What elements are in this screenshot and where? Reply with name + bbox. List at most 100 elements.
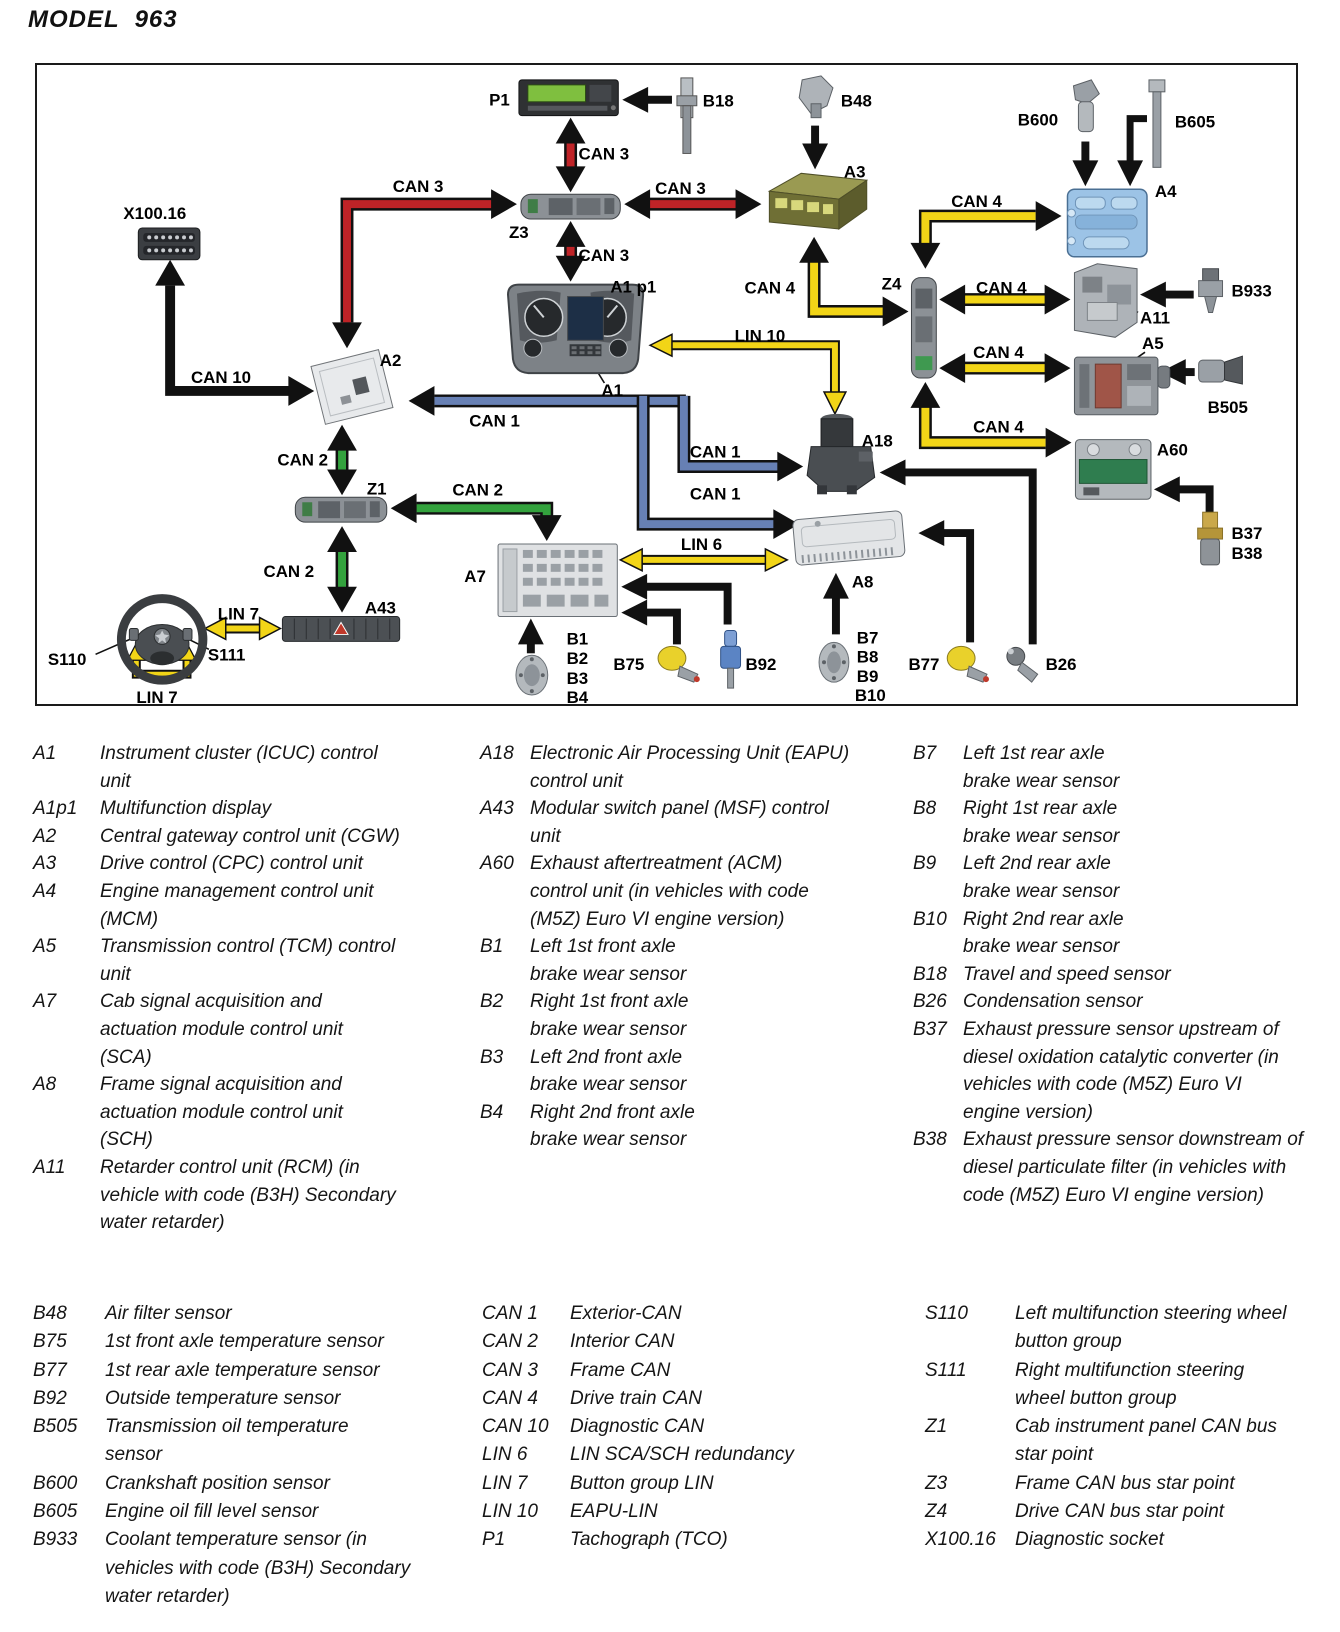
switch-panel-image-a43	[281, 616, 401, 642]
label-can3-p1-z3: CAN 3	[579, 144, 630, 163]
can4-bus-z4-a60	[910, 382, 1072, 458]
label-b4: B4	[567, 688, 589, 704]
oil-temp-sensor-image-b505	[1198, 355, 1243, 385]
label-can4-z4-a5: CAN 4	[973, 343, 1024, 362]
link-b37-b38-a60	[1153, 476, 1214, 513]
label-a11: A11	[1140, 308, 1170, 327]
brake-disc-image-b1-b4	[515, 654, 549, 696]
label-can2-z1-a43: CAN 2	[264, 562, 315, 581]
link-b505-a5	[1159, 359, 1195, 385]
star-point-image-z4	[910, 277, 937, 379]
label-z4: Z4	[882, 275, 902, 294]
label-can1-a2: CAN 1	[469, 412, 520, 431]
condensation-sensor-image-b26	[1006, 646, 1039, 683]
label-z1: Z1	[367, 479, 387, 498]
label-can2-a2-z1: CAN 2	[277, 450, 328, 469]
label-a43: A43	[365, 599, 396, 618]
retarder-ecu-image-a11	[1073, 263, 1138, 338]
transmission-ecu-image-a5	[1073, 356, 1171, 416]
label-a3: A3	[844, 162, 866, 181]
label-b92: B92	[746, 655, 777, 674]
steering-wheel-image	[116, 594, 208, 685]
can4-bus-z4-a5	[939, 353, 1071, 384]
temp-sensor-image-b77	[946, 645, 989, 683]
label-lin7-top: LIN 7	[218, 605, 259, 624]
cab-module-image-a7	[497, 543, 618, 618]
label-p1: P1	[489, 91, 510, 110]
label-b7: B7	[857, 628, 879, 647]
engine-ecu-image-a4	[1066, 188, 1148, 258]
diagnostic-socket-image-x100-16	[137, 227, 201, 261]
outside-temp-sensor-image-b92	[720, 629, 742, 689]
can2-bus-a2-z1	[327, 424, 357, 496]
exhaust-pressure-sensor-image-b37-b38	[1197, 511, 1224, 566]
speed-sensor-image-b18	[676, 77, 698, 154]
label-b1: B1	[567, 629, 589, 648]
label-s110: S110	[48, 650, 86, 669]
label-a18: A18	[862, 432, 893, 451]
temp-sensor-image-b75	[657, 645, 700, 683]
label-can2-z1-a7: CAN 2	[452, 480, 503, 499]
page-title: MODEL 963	[28, 6, 178, 33]
can1-bus-a18	[677, 395, 804, 482]
can2-bus-z1-a43	[327, 526, 357, 613]
lin6-bus-a7-a8	[618, 547, 789, 573]
label-b77: B77	[908, 655, 939, 674]
label-can4-z4-a60: CAN 4	[973, 418, 1024, 437]
label-b2: B2	[567, 649, 589, 668]
label-b18: B18	[703, 92, 734, 111]
label-a60: A60	[1157, 441, 1188, 460]
link-b605-a4	[1117, 115, 1147, 187]
can3-bus-p1-z3	[555, 117, 586, 193]
label-a1p1: A1 p1	[610, 278, 656, 297]
star-point-image-z3	[520, 193, 621, 220]
brake-disc-image-b7-b10	[818, 641, 850, 683]
label-b933: B933	[1231, 282, 1271, 301]
label-x100-16: X100.16	[123, 204, 186, 223]
link-b933-a11	[1140, 281, 1194, 308]
label-can3-left: CAN 3	[393, 177, 444, 196]
link-b92-a7	[621, 573, 732, 625]
can3-bus-z3-a1	[555, 221, 586, 282]
label-b26: B26	[1046, 655, 1077, 674]
label-z3: Z3	[509, 223, 529, 242]
label-b75: B75	[613, 655, 644, 674]
label-b9: B9	[857, 667, 879, 686]
exhaust-ecu-image-a60	[1074, 439, 1152, 500]
label-can10: CAN 10	[191, 368, 251, 387]
label-b3: B3	[567, 669, 589, 688]
label-b8: B8	[857, 647, 879, 666]
label-b48: B48	[841, 92, 872, 111]
can3-bus-z3-a3	[624, 189, 762, 220]
label-a7: A7	[464, 567, 486, 586]
ecu-image-a3	[767, 172, 869, 230]
crankshaft-sensor-image-b600	[1072, 79, 1100, 133]
label-a4: A4	[1155, 182, 1177, 201]
